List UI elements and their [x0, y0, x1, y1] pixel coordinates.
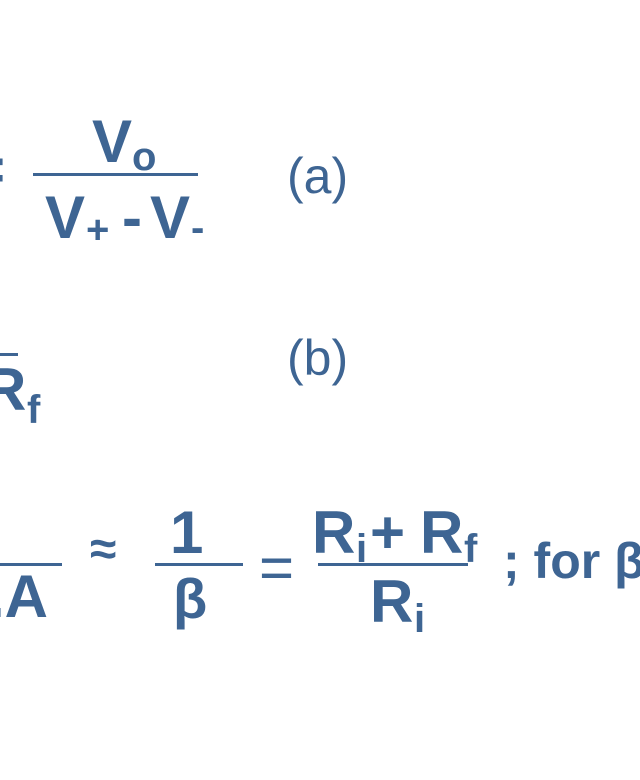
numerator-r-f: R: [420, 499, 463, 566]
equation-label-b: (b): [287, 330, 348, 386]
condition-text: ; for β: [503, 533, 640, 589]
plus-sign: +: [370, 499, 405, 566]
equation-b: R f (b): [0, 330, 348, 432]
equals-fragment: =: [0, 136, 5, 203]
sub-f: f: [27, 388, 41, 432]
equation-label-a: (a): [287, 148, 348, 204]
denominator-v-minus: V: [150, 184, 190, 251]
minus-sign: -: [122, 184, 142, 251]
denominator-v-plus: V: [45, 184, 85, 251]
sub-f: f: [464, 527, 478, 571]
equation-c: .A ≈ 1 β = R i + R f R i ; for β: [0, 499, 640, 641]
sub-minus: -: [191, 206, 204, 250]
sub-i: i: [356, 527, 367, 571]
denominator-r-i: R: [370, 568, 413, 635]
fraction-bar: [318, 563, 468, 566]
sub-i: i: [414, 597, 425, 641]
numerator-r-i: R: [312, 499, 355, 566]
numerator-v: V: [92, 108, 132, 175]
fraction-bar: [0, 563, 62, 566]
fraction-bar: [0, 353, 18, 356]
denominator-beta: β: [173, 567, 207, 630]
numerator-one: 1: [170, 499, 203, 566]
fraction-bar: [33, 173, 198, 176]
approx-sign: ≈: [90, 523, 116, 576]
numerator-sub-o: o: [132, 135, 156, 179]
equation-a: = V o V + - V - (a): [0, 108, 348, 252]
equals-sign: =: [259, 534, 294, 601]
denominator-r: R: [0, 356, 26, 423]
sub-plus: +: [86, 208, 109, 252]
fraction-bar: [155, 563, 243, 566]
lhs-denominator-fragment: .A: [0, 563, 48, 630]
